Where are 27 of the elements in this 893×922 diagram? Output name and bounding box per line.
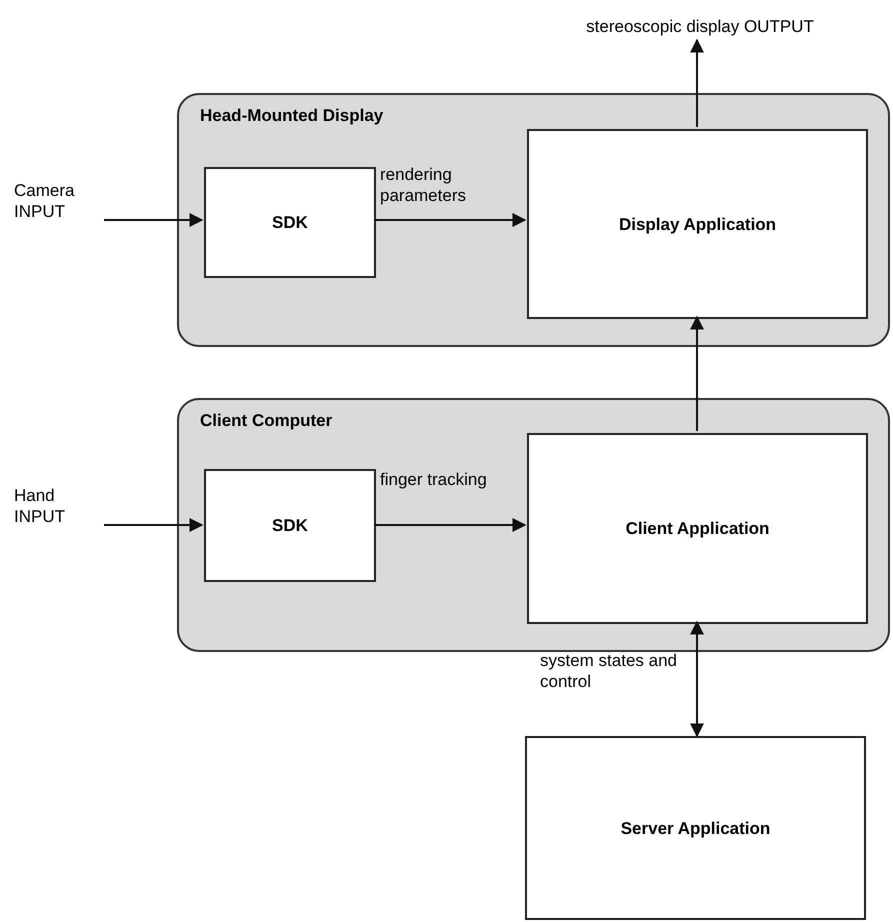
edge-label: system states and control <box>540 650 678 692</box>
group-panel <box>177 398 890 652</box>
box-label: Display Application <box>618 214 776 234</box>
box-label: SDK <box>272 212 308 233</box>
process-box <box>204 469 376 582</box>
box-label: Server Application <box>620 818 770 838</box>
io-label: stereoscopic display OUTPUT <box>520 16 880 40</box>
box-label: Client Application <box>626 518 770 539</box>
process-box <box>527 433 868 624</box>
io-label: Hand INPUT <box>14 485 104 529</box>
process-box <box>527 129 868 319</box>
io-label: Camera INPUT <box>14 180 104 224</box>
arrow <box>104 213 204 227</box>
arrow <box>690 38 704 127</box>
arrow <box>690 316 704 431</box>
edge-label: rendering parameters <box>380 164 467 206</box>
process-box <box>525 736 866 920</box>
box-label: SDK <box>272 515 308 536</box>
process-box <box>204 167 376 278</box>
group-title: Client Computer <box>200 410 332 432</box>
arrow <box>690 620 704 738</box>
arrow <box>104 518 204 532</box>
group-title: Head-Mounted Display <box>200 105 384 127</box>
arrow <box>374 518 526 532</box>
edge-label: finger tracking <box>380 469 488 490</box>
arrow <box>374 213 526 227</box>
group-panel <box>177 93 890 347</box>
